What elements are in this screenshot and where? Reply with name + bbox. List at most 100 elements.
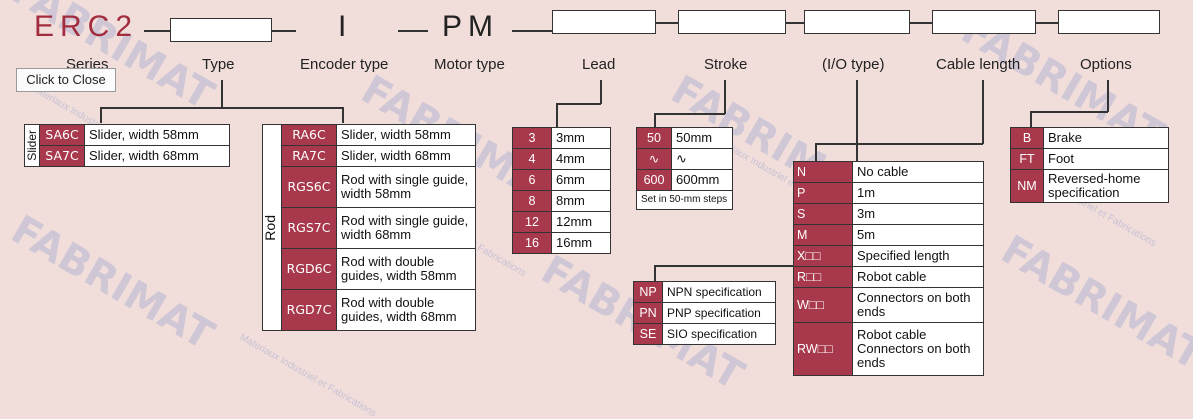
watermark: FABRIMAT	[993, 226, 1193, 380]
slider-table: Slider SA6C Slider, width 58mm SA7C Slid…	[24, 124, 230, 167]
cable-desc: 5m	[852, 224, 984, 246]
connector-line	[724, 80, 726, 114]
connector-line	[144, 30, 170, 32]
type-desc: Slider, width 68mm	[84, 145, 230, 167]
table-row: Rod RA6C Slider, width 58mm	[262, 124, 476, 331]
table-row: RA7C Slider, width 68mm	[263, 145, 476, 167]
lead-slot	[552, 10, 656, 34]
lead-desc: 3mm	[551, 127, 611, 149]
type-code: SA7C	[39, 145, 85, 167]
connector-line	[512, 30, 552, 32]
type-code: RGS7C	[281, 207, 337, 249]
lead-code: 6	[512, 169, 552, 191]
lead-desc: 6mm	[551, 169, 611, 191]
click-to-close-tooltip[interactable]: Click to Close	[16, 68, 116, 92]
motor-label: Motor type	[434, 56, 505, 73]
cable-desc: Specified length	[852, 245, 984, 267]
type-code: SA6C	[39, 124, 85, 146]
stroke-slot	[678, 10, 786, 34]
stroke-note: Set in 50-mm steps	[636, 190, 733, 210]
table-row: X□□Specified length	[793, 245, 984, 267]
connector-line	[398, 30, 428, 32]
connector-line	[910, 22, 932, 24]
lead-code: 16	[512, 232, 552, 254]
type-code: RGD6C	[281, 248, 337, 290]
encoder-code: I	[338, 10, 347, 43]
stroke-desc: ∿	[671, 148, 733, 170]
table-row: Set in 50-mm steps	[636, 190, 733, 210]
option-code: NM	[1010, 169, 1044, 203]
io-desc: SIO specification	[662, 323, 776, 345]
cable-code: P	[793, 182, 853, 204]
cable-desc: No cable	[852, 161, 984, 183]
type-desc: Slider, width 58mm	[336, 124, 476, 146]
type-code: RA6C	[281, 124, 337, 146]
lead-desc: 4mm	[551, 148, 611, 170]
connector-line	[556, 103, 601, 105]
table-row: ∿∿	[636, 148, 733, 170]
io-slot	[804, 10, 910, 34]
table-row: Slider SA6C Slider, width 58mm	[24, 124, 230, 167]
io-code: PN	[633, 302, 663, 324]
table-row: RGD7C Rod with double guides, width 68mm	[263, 289, 476, 331]
table-row: RGS6C Rod with single guide, width 58mm	[263, 166, 476, 208]
series-code: ERC2	[34, 10, 139, 43]
cable-desc: Connectors on both ends	[852, 287, 984, 323]
connector-line	[654, 113, 656, 127]
rod-group-label: Rod	[262, 124, 282, 331]
lead-desc: 8mm	[551, 190, 611, 212]
connector-line	[556, 103, 558, 127]
lead-code: 8	[512, 190, 552, 212]
lead-desc: 16mm	[551, 232, 611, 254]
watermark: FABRIMAT	[3, 206, 222, 360]
connector-line	[272, 30, 296, 32]
table-row: SA7C Slider, width 68mm	[25, 145, 230, 167]
cable-desc: Robot cable	[852, 266, 984, 288]
connector-line	[1036, 22, 1058, 24]
connector-line	[342, 107, 344, 123]
connector-line	[1030, 111, 1108, 113]
lead-code: 3	[512, 127, 552, 149]
connector-line	[654, 113, 725, 115]
type-code: RA7C	[281, 145, 337, 167]
cable-desc: 3m	[852, 203, 984, 225]
type-desc: Slider, width 58mm	[84, 124, 230, 146]
connector-line	[100, 107, 343, 109]
lead-code: 12	[512, 211, 552, 233]
rod-table: Rod RA6C Slider, width 58mm RA7C Slider,…	[262, 124, 476, 331]
io-desc: NPN specification	[662, 281, 776, 303]
cable-slot	[932, 10, 1036, 34]
stroke-code: 50	[636, 127, 672, 149]
motor-code: PM	[442, 10, 499, 43]
io-label: (I/O type)	[822, 56, 885, 73]
stroke-desc: 600mm	[671, 169, 733, 191]
cable-code: X□□	[793, 245, 853, 267]
type-desc: Rod with single guide, width 68mm	[336, 207, 476, 249]
table-row: W□□Connectors on both ends	[793, 287, 984, 323]
type-code: RGS6C	[281, 166, 337, 208]
connector-line	[786, 22, 804, 24]
lead-desc: 12mm	[551, 211, 611, 233]
stroke-desc: 50mm	[671, 127, 733, 149]
stroke-code: 600	[636, 169, 672, 191]
cable-code: N	[793, 161, 853, 183]
connector-line	[656, 22, 678, 24]
